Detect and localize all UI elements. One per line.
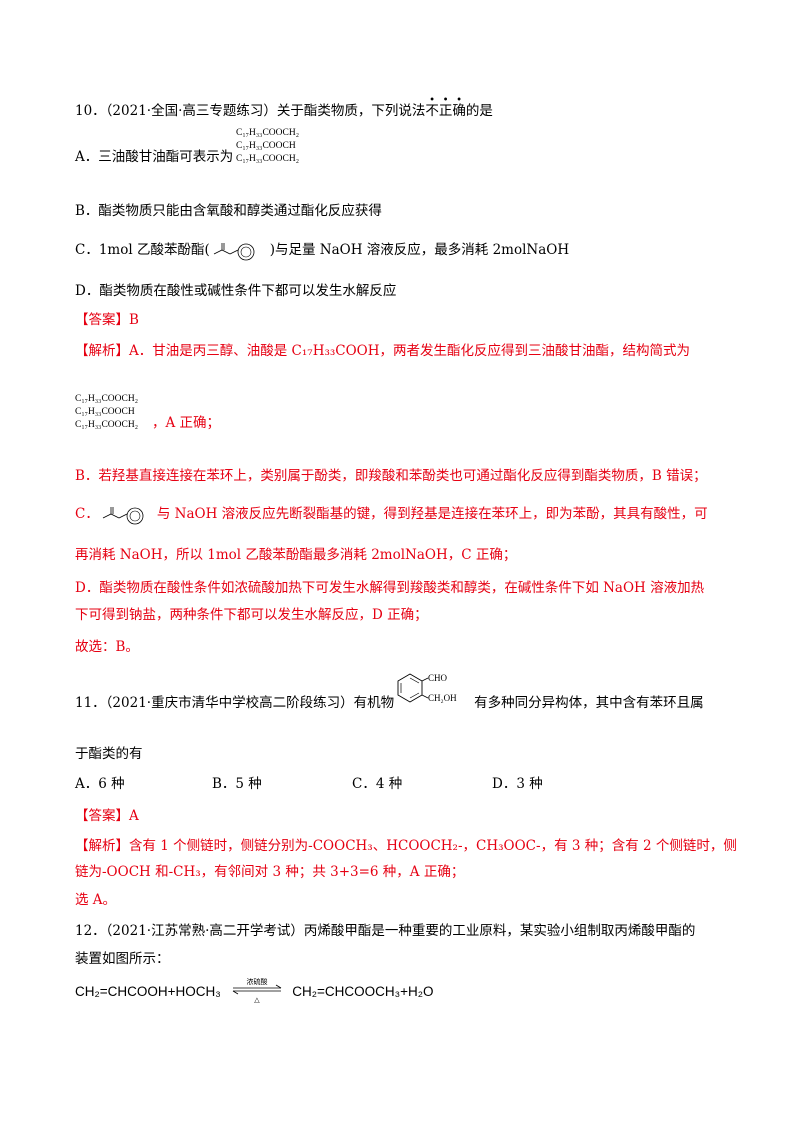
q11-stem: 11．（2021·重庆市清华中学校高二阶段练习）有机物 CHO CH₂OH 有多…: [75, 673, 704, 714]
q12-stem-2: 装置如图所示：: [75, 951, 170, 967]
phenyl-acetate-structure: [210, 242, 270, 260]
q10-option-c: C．1mol 乙酸苯酚酯( )与足量 NaOH 溶液反应，最多消耗 2molNa…: [75, 242, 570, 260]
q10-option-a: A．三油酸甘油酯可表示为: [75, 149, 234, 165]
svg-text:浓硫酸: 浓硫酸: [246, 977, 267, 986]
q10-emphasis: 不正确: [425, 103, 466, 119]
q10-option-d: D．酯类物质在酸性或碱性条件下都可以发生水解反应: [75, 283, 397, 299]
q11-options: A．6 种 B．5 种 C．4 种 D．3 种: [75, 774, 543, 794]
q10-option-a-structure: C₁₇H₃₃COOCH₂ C₁₇H₃₃COOCH C₁₇H₃₃COOCH₂: [236, 128, 300, 164]
q10-explanation-7: 故选：B。: [75, 639, 139, 655]
q12-equation: CH₂=CHCOOH+HOCH₃ 浓硫酸 △ CH₂=CHCOOCH₃+H₂O: [75, 977, 434, 1005]
q10-explanation-5: D．酯类物质在酸性条件如浓硫酸加热下可发生水解得到羧酸类和醇类，在碱性条件下如 …: [75, 580, 705, 596]
svg-text:CH₂OH: CH₂OH: [428, 693, 457, 703]
q10-option-b: B．酯类物质只能由含氧酸和醇类通过酯化反应获得: [75, 203, 382, 219]
phenyl-acetate-structure-2: [99, 506, 157, 524]
q11-option-d: D．3 种: [492, 776, 543, 792]
benzene-structure: CHO CH₂OH: [394, 673, 474, 714]
q11-explanation-3: 选 A。: [75, 892, 117, 908]
reversible-arrow: 浓硫酸 △: [229, 977, 285, 1004]
q10-explanation-6: 下可得到钠盐，两种条件下都可以发生水解反应，D 正确；: [75, 607, 428, 623]
q11-answer: 【答案】A: [75, 808, 139, 824]
q10-answer: 【答案】B: [75, 312, 139, 328]
q10-explanation-1-tail: ，A 正确；: [152, 415, 221, 431]
q10-stem: 10．（2021·全国·高三专题练习）关于酯类物质，下列说法不正确的是: [75, 101, 493, 121]
q11-option-c: C．4 种: [352, 776, 403, 792]
q10-explanation-1: 【解析】A．甘油是丙三醇、油酸是 C₁₇H₃₃COOH，两者发生酯化反应得到三油…: [75, 343, 691, 359]
q11-explanation-1: 【解析】含有 1 个侧链时，侧链分别为-COOCH₃、HCOOCH₂-，CH₃O…: [75, 838, 737, 854]
q11-option-a: A．6 种: [75, 776, 125, 792]
q10-explanation-3: C． 与 NaOH 溶液反应先断裂酯基的键，得到羟基是连接在苯环上，即为苯酚，其…: [75, 506, 708, 524]
svg-text:CHO: CHO: [428, 673, 448, 683]
q10-explanation-2: B．若羟基直接连接在苯环上，类别属于酚类，即羧酸和苯酚类也可通过酯化反应得到酯类…: [75, 468, 707, 484]
q12-stem-1: 12．（2021·江苏常熟·高二开学考试）丙烯酸甲酯是一种重要的工业原料，某实验…: [75, 923, 696, 939]
q11-option-b: B．5 种: [212, 776, 262, 792]
q11-stem-line2: 于酯类的有: [75, 746, 143, 762]
q11-explanation-2: 链为-OOCH 和-CH₃，有邻间对 3 种；共 3+3=6 种，A 正确；: [75, 864, 465, 880]
q10-explanation-structure: C₁₇H₃₃COOCH₂ C₁₇H₃₃COOCH C₁₇H₃₃COOCH₂: [75, 394, 139, 430]
svg-text:△: △: [254, 996, 260, 1004]
q10-explanation-4: 再消耗 NaOH，所以 1mol 乙酸苯酚酯最多消耗 2molNaOH，C 正确…: [75, 547, 517, 563]
